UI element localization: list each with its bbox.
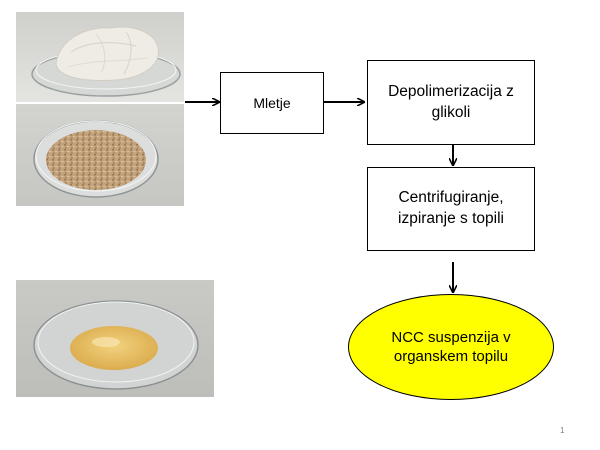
photo-milled-material bbox=[16, 104, 184, 206]
result-label: NCC suspenzija v organskem topilu bbox=[391, 328, 511, 366]
result-ncc-suspension: NCC suspenzija v organskem topilu bbox=[348, 294, 554, 400]
step-centrifugation: Centrifugiranje, izpiranje s topili bbox=[367, 167, 535, 251]
step-milling-label: Mletje bbox=[253, 94, 291, 111]
photo-ncc-suspension bbox=[16, 280, 214, 397]
step-depolymerization: Depolimerizacija z glikoli bbox=[367, 60, 535, 145]
step-depolymerization-label: Depolimerizacija z glikoli bbox=[388, 82, 514, 121]
page-number: 1 bbox=[560, 426, 565, 435]
step-milling: Mletje bbox=[220, 72, 324, 134]
photo-raw-cotton bbox=[16, 12, 184, 102]
step-centrifugation-label: Centrifugiranje, izpiranje s topili bbox=[398, 189, 504, 227]
